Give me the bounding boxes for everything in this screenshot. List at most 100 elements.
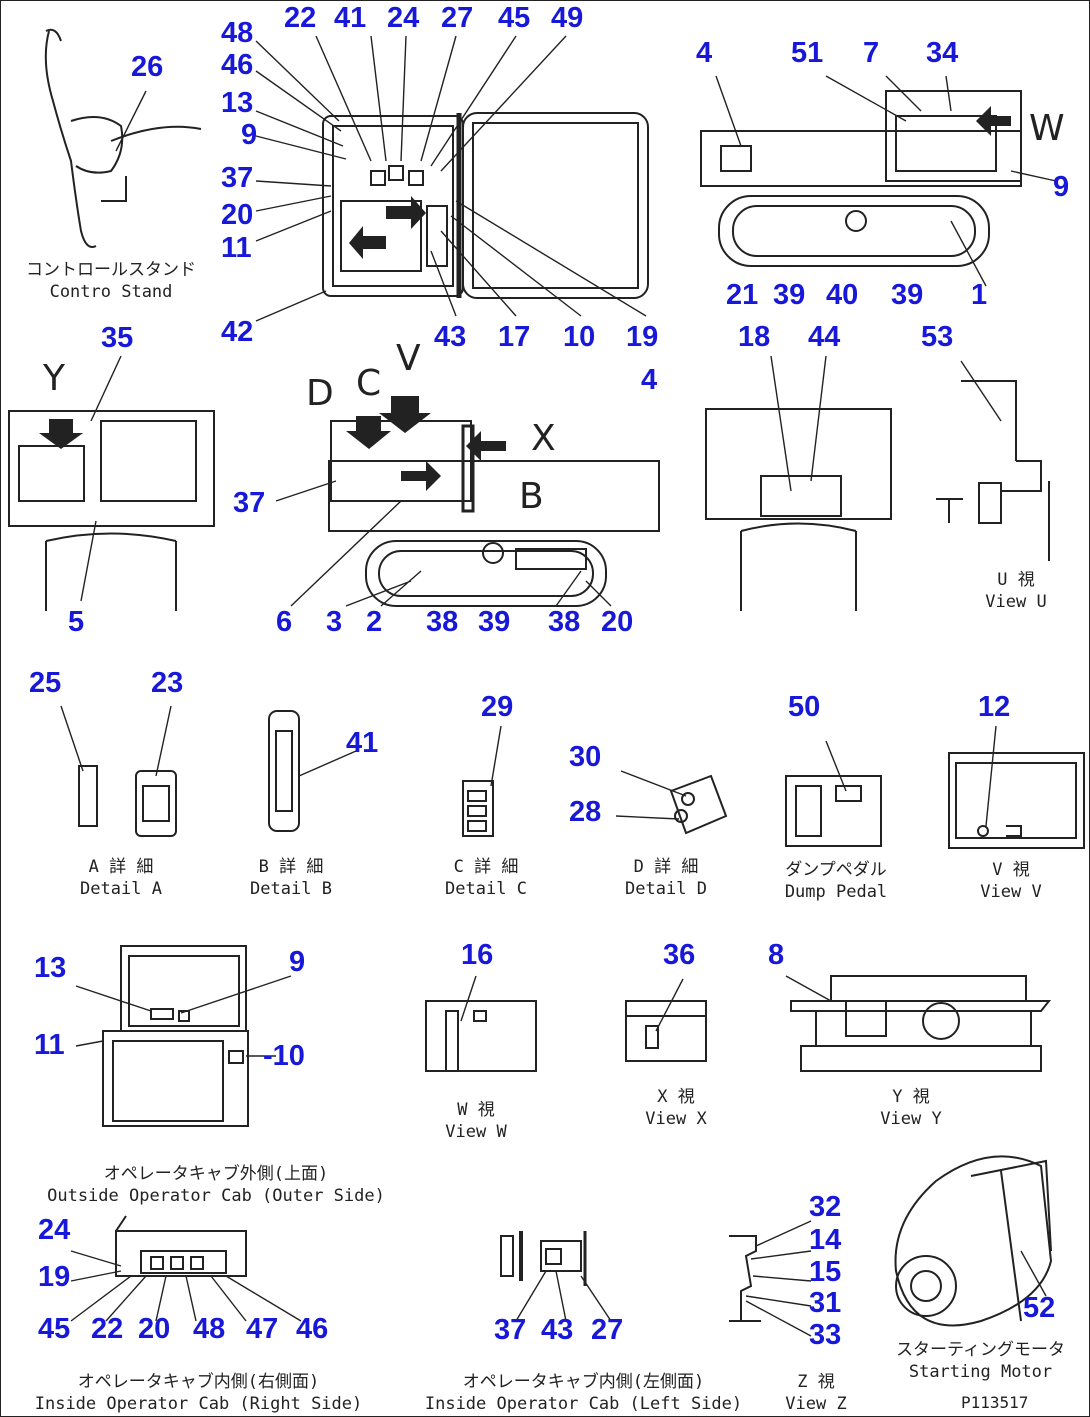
detail-c-drawing [462,780,494,837]
callout-24-inside: 24 [38,1214,71,1246]
callout-40: 40 [826,279,859,311]
right-side-view-drawing [700,90,1022,267]
caption-outside-cab: オペレータキャブ外側(上面)Outside Operator Cab (Oute… [47,1164,385,1206]
view-y-drawing [790,975,1052,1072]
callout-48-inside: 48 [193,1313,226,1345]
callout-41-detail: 41 [346,727,379,759]
callout-38-a: 38 [426,606,459,638]
detail-a-drawing [78,765,177,837]
callout-21: 21 [726,279,759,311]
callout-39-side: 39 [478,606,511,638]
view-letter-b: B [519,476,544,517]
callout-6: 6 [276,606,293,638]
callout-9-right: 9 [1053,171,1070,203]
callout-4-side: 4 [641,364,658,396]
callout-11-outside: 11 [34,1029,65,1061]
callout-1: 1 [971,279,988,311]
detail-b-drawing [268,710,300,832]
callout-43-inside: 43 [541,1314,574,1346]
view-arrows [39,106,1011,491]
rear-view-drawing [705,408,892,611]
callout-22-inside: 22 [91,1313,124,1345]
callout-41: 41 [334,2,367,34]
top-view-drawing [322,112,649,299]
callout-30: 30 [569,741,602,773]
view-letter-v: V [396,338,421,379]
callout-12: 12 [978,691,1011,723]
callout-50: 50 [788,691,821,723]
callout-7: 7 [863,37,880,69]
callout-29: 29 [481,691,514,723]
callout-37-side: 37 [233,487,266,519]
dump-pedal-drawing [785,775,882,847]
callout-25: 25 [29,667,62,699]
callout-3: 3 [326,606,343,638]
view-letter-x: X [531,418,556,459]
caption-inside-left: オペレータキャブ内側(左側面)Inside Operator Cab (Left… [424,1372,743,1414]
callout-5: 5 [68,606,85,638]
callout-13: 13 [221,87,254,119]
callout-24: 24 [387,2,420,34]
view-u-drawing [936,380,1050,561]
front-view-drawing [8,410,215,611]
callout-14: 14 [809,1224,842,1256]
view-v-drawing [948,752,1085,849]
callout-42: 42 [221,316,254,348]
callout-31: 31 [809,1287,842,1319]
callout-2: 2 [366,606,383,638]
callout-45: 45 [498,2,531,34]
callout-44: 44 [808,321,841,353]
callout-28: 28 [569,796,602,828]
callout-36: 36 [663,939,696,971]
callout-39-right-b: 39 [891,279,924,311]
callout-49: 49 [551,2,584,34]
view-letter-c: C [356,363,382,404]
callout-20-inside: 20 [138,1313,171,1345]
callout-33: 33 [809,1319,842,1351]
view-z-drawing [729,1235,761,1322]
callout-47: 47 [246,1313,279,1345]
callout-27-inside: 27 [591,1314,624,1346]
leader-lines [60,35,1057,1337]
caption-inside-right: オペレータキャブ内側(右側面)Inside Operator Cab (Righ… [34,1372,363,1414]
inside-right-cab-drawing [115,1215,247,1277]
callout-10-outside: -10 [263,1040,305,1072]
callout-32: 32 [809,1191,842,1223]
callout-17: 17 [498,321,531,353]
callout-20-side: 20 [601,606,634,638]
callout-23: 23 [151,667,184,699]
view-letter-y: Y [43,358,65,399]
view-letter-d: D [306,373,334,414]
view-letter-w: W [1029,108,1065,149]
control-stand-drawing [44,28,202,248]
callout-35: 35 [101,322,134,354]
callout-8: 8 [768,939,785,971]
view-w-drawing [425,1000,537,1072]
outside-cab-drawing [102,945,249,1127]
callout-27: 27 [441,2,474,34]
callout-19-inside: 19 [38,1261,71,1293]
callout-45-inside: 45 [38,1313,71,1345]
callout-48: 48 [221,17,254,49]
callout-46-inside: 46 [296,1313,329,1345]
callout-19: 19 [626,321,659,353]
drawing-code: P113517 [961,1393,1029,1412]
callout-9-outside: 9 [289,946,306,978]
callout-16: 16 [461,939,494,971]
starting-motor-drawing [894,1155,1053,1327]
callout-9: 9 [241,119,258,151]
